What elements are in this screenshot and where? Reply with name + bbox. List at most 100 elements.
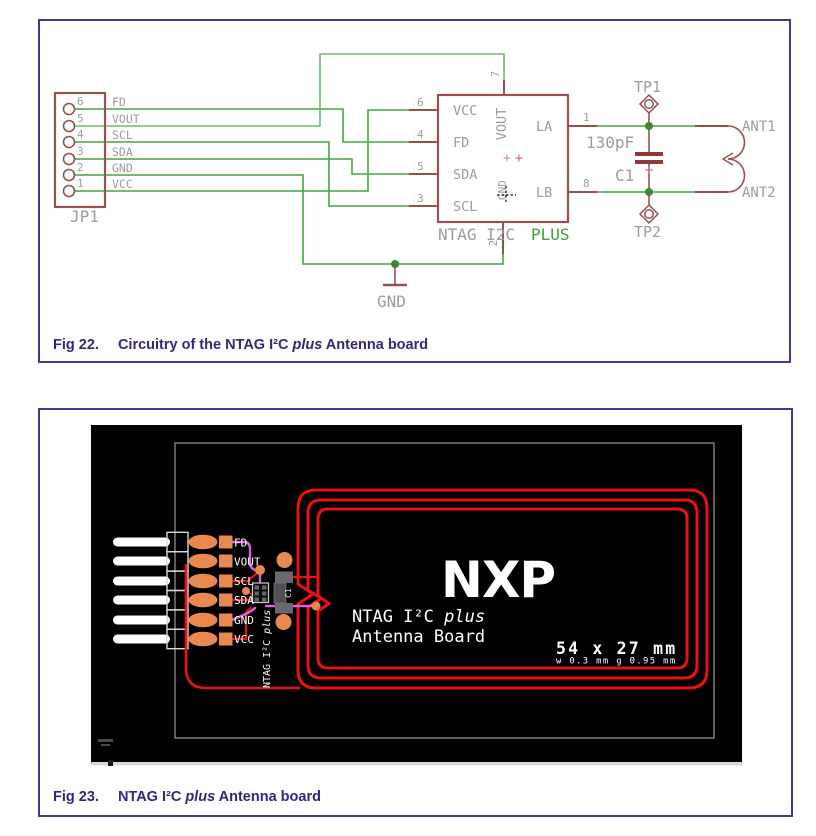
tp1-diamond: [638, 93, 660, 115]
ic-pin-label-sda: SDA: [453, 167, 477, 183]
jp1-pin-number: 1: [77, 177, 84, 190]
ic-pin-number: 3: [417, 192, 424, 205]
jp1-connector: 6 5 4 3 2 1 FD VOUT SCL SDA GND VCC JP1: [53, 91, 140, 226]
ntag-chip-footprint: [251, 582, 270, 604]
figure-23-caption: Fig 23.NTAG I²C plus Antenna board: [53, 789, 321, 805]
c1-value: 130pF: [586, 133, 634, 152]
net-label-vcc: VCC: [112, 177, 133, 191]
ic-pin-numbers: 6 4 5 3 1 8 7 2: [417, 71, 590, 247]
jp1-pin-circles: [62, 102, 76, 198]
tp2-diamond: [638, 203, 660, 225]
ic-pin-label-scl: SCL: [453, 199, 477, 215]
net-wires: [75, 53, 695, 265]
pad-label-fd: FD: [234, 537, 247, 550]
wire-sda: [75, 158, 409, 175]
figure-22-number: Fig 22.: [53, 337, 99, 353]
ic-pin-label-la: LA: [536, 119, 552, 135]
pcb-shadow-strip: [91, 762, 742, 766]
ic-pin-number: 2: [487, 240, 500, 247]
figure-23-title-italic: plus: [185, 789, 216, 805]
antenna-coil: [296, 488, 709, 690]
jp1-refdes: JP1: [70, 207, 99, 226]
board-title-line1: NTAG I²C plus: [352, 607, 485, 627]
ground-symbol: GND: [377, 264, 407, 311]
ic-pin-number: 6: [417, 96, 424, 109]
antenna-arrow: [721, 152, 734, 166]
figure-22-title-pre: Circuitry of the NTAG I²C: [117, 337, 293, 353]
board-title-italic: plus: [443, 607, 485, 627]
net-label-sda: SDA: [112, 145, 133, 159]
ic-body: [436, 93, 570, 224]
ic-pin-label-gnd: GND: [496, 180, 509, 200]
ic-pin-labels: VCC FD SDA SCL LA LB VOUT GND: [453, 103, 552, 215]
pad-label-vout: VOUT: [234, 556, 261, 569]
c1-silk-label: C1: [284, 588, 293, 598]
board-title-line2: Antenna Board: [352, 627, 485, 647]
net-label-vout: VOUT: [112, 112, 140, 126]
ic-plus-mark: +: [515, 151, 523, 166]
cap-plate: [635, 160, 663, 164]
coil-turn-middle: [306, 498, 699, 680]
corner-artifact: [98, 739, 113, 766]
figure-23-title-pre: NTAG I²C: [117, 789, 186, 805]
ic-pin-label-lb: LB: [536, 185, 552, 201]
jp1-pin-number: 2: [77, 161, 84, 174]
vias: [242, 552, 321, 630]
c1-refdes: C1: [615, 166, 634, 185]
figure-22-title-post: Antenna board: [322, 337, 429, 353]
tp1-pad: [644, 99, 654, 109]
tp2-pad: [644, 209, 654, 219]
vertical-silk-italic: plus: [262, 610, 273, 635]
svg-text:NTAG I²C plus: NTAG I²C plus: [262, 610, 273, 688]
ic-pin-number: 7: [489, 71, 502, 78]
net-label-gnd: GND: [112, 161, 133, 175]
c1-footprint: C1: [273, 571, 293, 614]
ic-pin-number: 5: [417, 160, 424, 173]
coil-turn-outer: [296, 488, 709, 690]
nxp-logo: NXP: [441, 551, 555, 609]
testpoint-tp1: TP1: [634, 78, 661, 126]
ic-part-name: NTAG I2C: [438, 225, 515, 244]
pad-label-vcc: VCC: [234, 633, 254, 646]
pad-label-sda: SDA: [234, 594, 254, 607]
smd-pads: [188, 534, 233, 647]
net-labels: FD VOUT SCL SDA GND VCC: [112, 95, 140, 191]
coil-turn-inner: [316, 507, 689, 670]
ic-pin-stubs: [409, 80, 728, 254]
pad-silk-labels: FD VOUT SCL SDA GND VCC: [234, 537, 261, 647]
ic-pin-number: 8: [583, 177, 590, 190]
cursor-crosshair: [497, 186, 516, 204]
jp1-pin-numbers: 6 5 4 3 2 1: [77, 95, 84, 190]
ic-plus-mark: +: [503, 151, 511, 166]
board-dimensions: 54 x 27 mm: [556, 639, 677, 658]
ic-pin-label-fd: FD: [453, 135, 469, 151]
ic-pin-number: 1: [583, 111, 590, 124]
jp1-pin-number: 5: [77, 112, 84, 125]
net-label-fd: FD: [112, 95, 126, 109]
vertical-silk-pre: NTAG I²C: [262, 634, 273, 688]
wire-fd: [75, 108, 409, 143]
pad-label-scl: SCL: [234, 575, 254, 588]
wire-scl: [75, 141, 409, 207]
figure-23-title-post: Antenna board: [215, 789, 321, 805]
jp1-pin-number: 3: [77, 145, 84, 158]
wire-vcc: [75, 109, 409, 192]
ant1-label: ANT1: [742, 119, 776, 135]
board-dimensions-detail: w 0.3 mm g 0.95 mm: [556, 657, 677, 667]
jp1-body: [53, 91, 107, 209]
pcb-fig23: C1 FD VOUT SCL SDA GND VCC NTAG I²C plus…: [91, 425, 742, 766]
capacitor-c1: 130pF C1: [586, 126, 663, 192]
ic-pin-label-vout: VOUT: [494, 108, 510, 141]
ntag-ic-symbol: 6 4 5 3 1 8 7 2 VCC FD SDA SCL LA LB VOU…: [417, 71, 590, 247]
ant2-label: ANT2: [742, 185, 776, 201]
jp1-pin-number: 4: [77, 128, 84, 141]
connector-outline: [166, 531, 189, 650]
ic-pin-label-vcc: VCC: [453, 103, 477, 119]
ic-part-suffix: PLUS: [531, 225, 570, 244]
figure-22-title-italic: plus: [292, 337, 323, 353]
tp2-label: TP2: [634, 223, 661, 241]
schematic-fig22: 6 5 4 3 2 1 FD VOUT SCL SDA GND VCC JP1: [53, 53, 776, 311]
jp1-pin-number: 6: [77, 95, 84, 108]
